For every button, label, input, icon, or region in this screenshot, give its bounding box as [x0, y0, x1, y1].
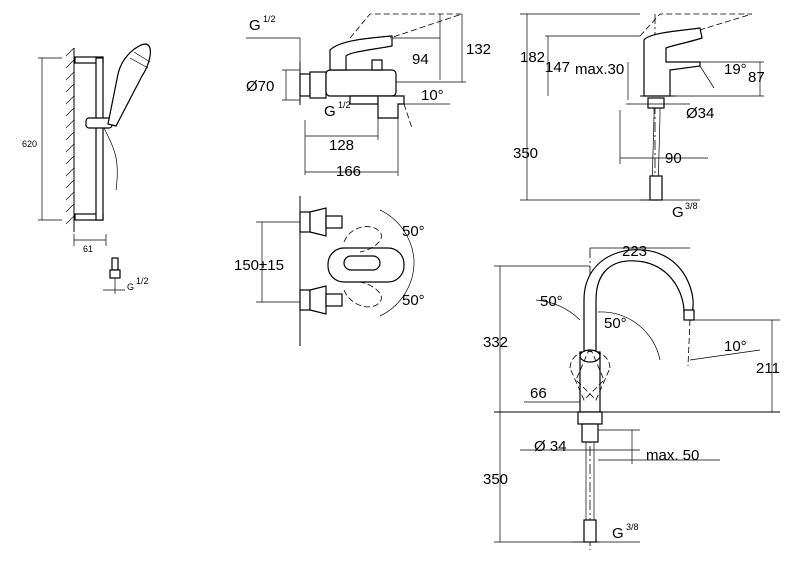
shower-head-icon [107, 43, 151, 127]
dim-basin-350: 350 [513, 145, 538, 162]
dim-sink-223: 223 [622, 243, 647, 260]
dim-bath-94: 94 [412, 51, 429, 68]
shower-thread-frac: 1/2 [136, 276, 149, 286]
shower-thread-label: G [127, 282, 134, 292]
wall-angle-top: 50° [402, 223, 425, 240]
dim-sink-332: 332 [483, 334, 508, 351]
dim-basin-182: 182 [520, 49, 545, 66]
dim-sink-angle-right: 50° [604, 315, 627, 332]
basin-thread-label: G [672, 204, 684, 221]
dim-basin-90: 90 [665, 150, 682, 167]
sink-thread-frac: 3/8 [626, 522, 639, 532]
dim-basin-147: 147 [545, 59, 570, 76]
dim-basin-max30: max.30 [575, 61, 624, 78]
dim-sink-angle-left: 50° [540, 293, 563, 310]
wall-angle-bottom: 50° [402, 292, 425, 309]
dim-shower-width: 61 [83, 244, 93, 254]
dim-sink-angle-spout: 10° [724, 338, 747, 355]
basin-mixer-drawing: 182 147 max.30 19° 87 Ø34 350 90 G 3/8 [513, 13, 765, 221]
dim-shower-height: 620 [22, 139, 37, 149]
dim-basin-diameter: Ø34 [686, 105, 714, 122]
dim-bath-angle: 10° [421, 87, 444, 104]
dim-sink-66: 66 [530, 385, 547, 402]
sink-mixer-drawing: 223 50° 50° 332 10° 211 66 Ø 34 max. 50 … [483, 243, 780, 550]
dim-bath-diameter: Ø70 [246, 78, 274, 95]
wall-mixer-front-drawing: 50° 50° 150±15 [234, 196, 425, 346]
dim-basin-87: 87 [748, 69, 765, 86]
mixer-tap-icon [329, 35, 393, 71]
bath-thread-frac: 1/2 [263, 14, 276, 24]
bath-thread2-label: G [324, 103, 336, 120]
shower-set-drawing: 620 61 G 1/2 [22, 43, 151, 294]
dim-basin-angle: 19° [724, 61, 747, 78]
dim-wall-150: 150±15 [234, 257, 284, 274]
dim-sink-max50: max. 50 [646, 447, 699, 464]
dim-bath-132: 132 [466, 41, 491, 58]
dim-bath-128: 128 [329, 137, 354, 154]
dim-bath-166: 166 [336, 163, 361, 180]
dim-sink-diameter: Ø 34 [534, 438, 567, 455]
wall-hatching [65, 47, 75, 225]
dim-sink-211: 211 [756, 360, 780, 377]
bath-thread-label: G [249, 17, 261, 34]
dim-sink-350: 350 [483, 471, 508, 488]
basin-thread-frac: 3/8 [685, 201, 698, 211]
bath-mixer-drawing: 132 94 G 1/2 Ø70 G 1/2 10° 128 166 [246, 13, 491, 180]
bath-thread2-frac: 1/2 [338, 100, 351, 110]
sink-thread-label: G [612, 525, 624, 542]
